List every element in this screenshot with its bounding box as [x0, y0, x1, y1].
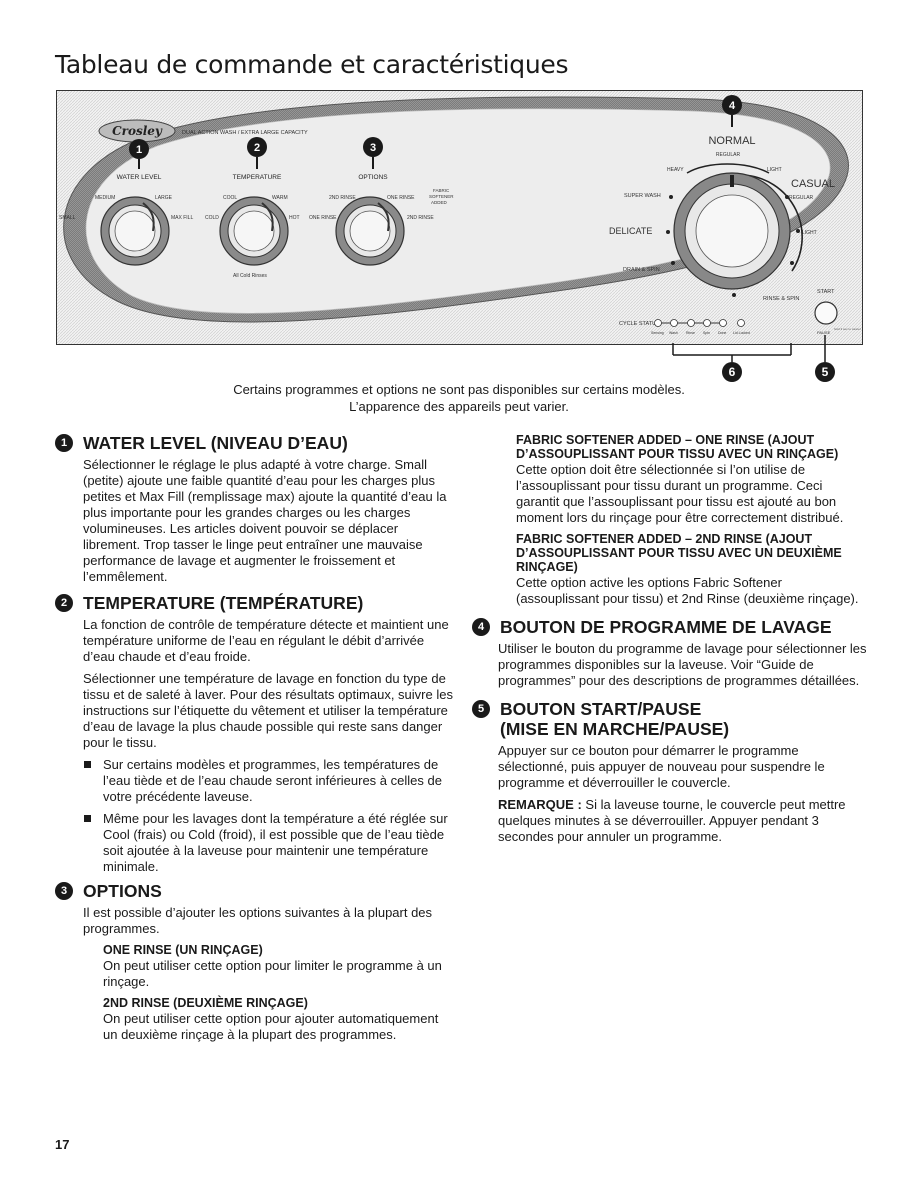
svg-text:2ND RINSE: 2ND RINSE [407, 215, 434, 221]
section-number-5: 5 [472, 700, 490, 718]
fabric-softener-2nd-rinse-title: FABRIC SOFTENER ADDED – 2ND RINSE (AJOUT… [516, 532, 842, 574]
panel-caption: Certains programmes et options ne sont p… [200, 381, 718, 415]
svg-text:FABRIC: FABRIC [433, 188, 450, 193]
svg-text:Done: Done [718, 331, 726, 335]
svg-text:HEAVY: HEAVY [667, 167, 684, 173]
svg-text:WARM: WARM [272, 195, 288, 201]
temperature-knob[interactable] [219, 196, 289, 266]
callout-5-marker: 5 [815, 362, 835, 382]
svg-text:REGULAR: REGULAR [716, 152, 741, 158]
water-level-label: WATER LEVEL [117, 174, 162, 181]
control-panel-svg: Crosley DUAL ACTION WASH / EXTRA LARGE C… [57, 91, 862, 344]
svg-text:LIGHT: LIGHT [802, 230, 817, 236]
capacity-label: DUAL ACTION WASH / EXTRA LARGE CAPACITY [182, 130, 308, 136]
brand-logo: Crosley [98, 119, 176, 143]
section-heading-water-level: 1 WATER LEVEL (NIVEAU D’EAU) [55, 433, 455, 453]
svg-text:ADDED: ADDED [431, 200, 448, 205]
start-pause-text: Appuyer sur ce bouton pour démarrer le p… [498, 743, 825, 790]
svg-text:3: 3 [370, 142, 376, 154]
control-panel-illustration: Crosley DUAL ACTION WASH / EXTRA LARGE C… [56, 90, 863, 345]
svg-text:SUPER WASH: SUPER WASH [624, 193, 661, 199]
water-level-knob[interactable] [100, 196, 170, 266]
list-item: Même pour les lavages dont la températur… [84, 811, 455, 875]
right-column: FABRIC SOFTENER ADDED – ONE RINSE (AJOUT… [472, 433, 867, 851]
section-number-1: 1 [55, 434, 73, 452]
svg-text:LARGE: LARGE [155, 195, 173, 201]
options-label: OPTIONS [358, 174, 388, 181]
callout-2-marker: 2 [247, 137, 267, 169]
svg-text:REGULAR: REGULAR [789, 195, 814, 201]
svg-text:4: 4 [729, 100, 736, 112]
section-heading-cycle-knob: 4 BOUTON DE PROGRAMME DE LAVAGE [472, 617, 867, 637]
second-rinse-text: On peut utiliser cette option pour ajout… [103, 1011, 439, 1042]
fabric-softener-2nd-rinse-text: Cette option active les options Fabric S… [516, 575, 859, 606]
list-item: Sur certains modèles et programmes, les … [84, 757, 455, 805]
svg-text:LIGHT: LIGHT [767, 167, 782, 173]
svg-text:DELICATE: DELICATE [609, 226, 652, 236]
svg-text:ONE RINSE: ONE RINSE [387, 195, 415, 201]
options-knob[interactable] [335, 196, 405, 266]
callout-4-marker: 4 [722, 95, 742, 127]
section-heading-temperature: 2 TEMPERATURE (TEMPÉRATURE) [55, 593, 455, 613]
svg-text:MAX FILL: MAX FILL [171, 215, 193, 221]
svg-text:2ND RINSE: 2ND RINSE [329, 195, 356, 201]
cycle-normal-label: NORMAL [708, 135, 755, 147]
callout-3-marker: 3 [363, 137, 383, 169]
svg-text:COOL: COOL [223, 195, 237, 201]
svg-text:RINSE & SPIN: RINSE & SPIN [763, 296, 799, 302]
bullet-square-icon [84, 815, 91, 822]
svg-text:SOFTENER: SOFTENER [429, 194, 454, 199]
water-level-text: Sélectionner le réglage le plus adapté à… [83, 457, 447, 584]
caption-line-2: L’apparence des appareils peut varier. [349, 399, 569, 414]
svg-text:Spin: Spin [703, 331, 710, 335]
temperature-label: TEMPERATURE [233, 174, 282, 181]
options-text: Il est possible d’ajouter les options su… [83, 905, 433, 936]
second-rinse-title: 2ND RINSE (DEUXIÈME RINÇAGE) [103, 996, 308, 1010]
callout-brackets [672, 335, 826, 362]
start-pause-note: REMARQUE : Si la laveuse tourne, le couv… [498, 797, 846, 844]
svg-text:Wash: Wash [669, 331, 678, 335]
svg-text:MEDIUM: MEDIUM [95, 195, 115, 201]
callout-6-marker: 6 [722, 362, 742, 382]
caption-line-1: Certains programmes et options ne sont p… [233, 382, 685, 397]
svg-text:SMALL: SMALL [59, 215, 76, 221]
section-number-2: 2 [55, 594, 73, 612]
svg-text:1: 1 [136, 144, 142, 156]
svg-text:Lid Locked: Lid Locked [733, 331, 750, 335]
svg-text:Sensing: Sensing [651, 331, 664, 335]
svg-text:HOT: HOT [289, 215, 300, 221]
section-heading-options: 3 OPTIONS [55, 881, 455, 901]
cycle-status-lights: Sensing Wash Rinse Spin Done Lid Locked [651, 319, 750, 335]
brand-name: Crosley [112, 124, 163, 138]
section-heading-start-pause: 5 BOUTON START/PAUSE (MISE EN MARCHE/PAU… [472, 699, 867, 739]
fabric-softener-one-rinse-text: Cette option doit être sélectionnée si l… [516, 462, 844, 525]
cycle-knob[interactable] [666, 172, 803, 297]
svg-text:START: START [817, 289, 835, 295]
section-number-3: 3 [55, 882, 73, 900]
one-rinse-text: On peut utiliser cette option pour limit… [103, 958, 442, 989]
fabric-softener-one-rinse-title: FABRIC SOFTENER ADDED – ONE RINSE (AJOUT… [516, 433, 839, 461]
svg-text:COLD: COLD [205, 215, 219, 221]
page-number: 17 [55, 1137, 70, 1152]
start-pause-button[interactable] [814, 301, 838, 325]
all-cold-rinses-note: All Cold Rinses [233, 273, 267, 279]
svg-text:PAUSE: PAUSE [817, 330, 831, 335]
bullet-square-icon [84, 761, 91, 768]
svg-text:ONE RINSE: ONE RINSE [309, 215, 337, 221]
page-title: Tableau de commande et caractéristiques [55, 50, 569, 79]
section-number-4: 4 [472, 618, 490, 636]
temperature-bullets: Sur certains modèles et programmes, les … [83, 757, 455, 875]
cycle-casual-label: CASUAL [791, 178, 835, 190]
cycle-knob-text: Utiliser le bouton du programme de lavag… [498, 641, 867, 688]
temperature-text-1: La fonction de contrôle de température d… [83, 617, 449, 664]
svg-text:2: 2 [254, 142, 260, 154]
svg-text:DRAIN & SPIN: DRAIN & SPIN [623, 267, 660, 273]
left-column: 1 WATER LEVEL (NIVEAU D’EAU) Sélectionne… [55, 433, 455, 1049]
temperature-text-2: Sélectionner une température de lavage e… [83, 671, 453, 750]
callout-1-marker: 1 [129, 139, 149, 169]
cycle-status-label: CYCLE STATUS [619, 321, 660, 327]
one-rinse-title: ONE RINSE (UN RINÇAGE) [103, 943, 263, 957]
svg-text:hold 3 sec to cancel: hold 3 sec to cancel [834, 327, 861, 331]
svg-text:Rinse: Rinse [686, 331, 695, 335]
